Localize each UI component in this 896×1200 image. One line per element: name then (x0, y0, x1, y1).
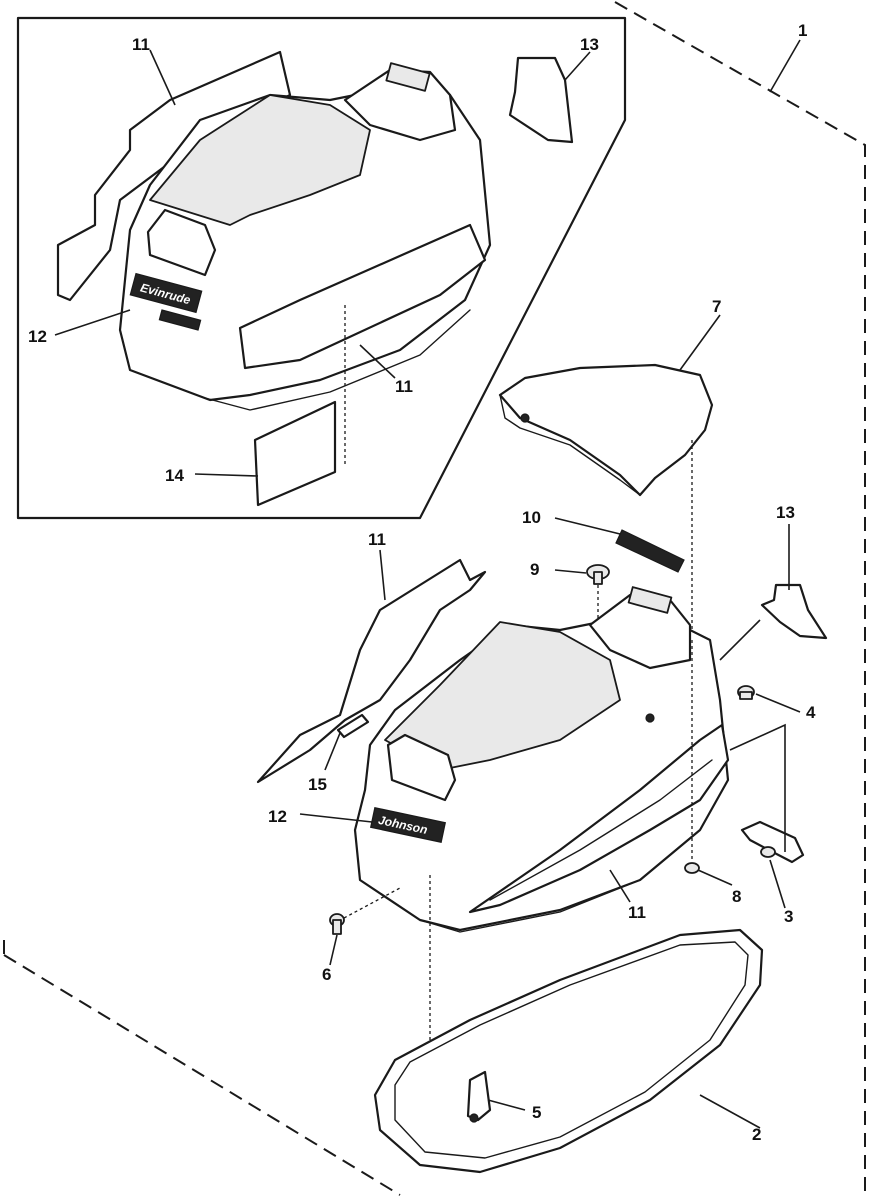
callout-12-inset: 12 (28, 327, 47, 346)
callout-labels: 1 2 3 4 5 6 7 8 9 10 11 11 11 11 12 12 1… (28, 21, 816, 1144)
callout-7: 7 (712, 297, 721, 316)
callout-11-inset-side: 11 (395, 377, 413, 396)
inset-logo-plate (129, 272, 203, 314)
callout-11-inset-top: 11 (132, 35, 150, 54)
inset-frame (16, 16, 627, 520)
callout-6: 6 (322, 965, 331, 984)
inset-handle-grip (385, 62, 431, 92)
washer-8 (684, 862, 700, 874)
screw-4 (737, 685, 755, 700)
top-cover-fastener (520, 413, 530, 423)
gasket-10 (615, 529, 685, 573)
decal-15 (336, 713, 370, 739)
callout-13-inset: 13 (580, 35, 599, 54)
main-cowl-dome (384, 621, 621, 771)
plug-9 (586, 564, 610, 620)
main-front-window (386, 733, 457, 802)
decal-11-main-top (256, 558, 487, 784)
callout-5: 5 (532, 1103, 541, 1122)
leader-lines (54, 39, 801, 1129)
callout-11-main-top: 11 (368, 530, 386, 549)
main-logo-plate (369, 807, 447, 843)
top-cover-7 (498, 363, 714, 640)
callout-9: 9 (530, 560, 539, 579)
inset-decal-11-side (238, 223, 487, 370)
inset-decal-13 (508, 56, 574, 144)
main-cowl: Johnson (336, 586, 730, 1105)
inset-logo-plate-2 (158, 309, 202, 331)
seal-2 (373, 928, 764, 1174)
callout-4: 4 (806, 703, 816, 722)
callout-10: 10 (522, 508, 541, 527)
callout-13-main: 13 (776, 503, 795, 522)
callout-2: 2 (752, 1125, 761, 1144)
callout-8: 8 (732, 887, 741, 906)
latch-3 (740, 820, 805, 864)
callout-3: 3 (784, 907, 793, 926)
callout-14: 14 (165, 466, 184, 485)
main-handle-grip (627, 586, 673, 614)
callout-15: 15 (308, 775, 327, 794)
inset-cowl-dome (149, 94, 371, 226)
callout-1: 1 (798, 21, 807, 40)
inset-label-14 (253, 400, 337, 507)
inset-cowl: Evinrude (56, 50, 574, 507)
decal-13 (760, 583, 828, 640)
bracket-5 (466, 1070, 492, 1123)
screw-6 (329, 887, 401, 935)
callout-12-main: 12 (268, 807, 287, 826)
inset-front-window (146, 208, 217, 277)
assembly-boundary (3, 1, 866, 1196)
decal-11-main-side (468, 723, 730, 914)
callout-11-main-side: 11 (628, 903, 646, 922)
